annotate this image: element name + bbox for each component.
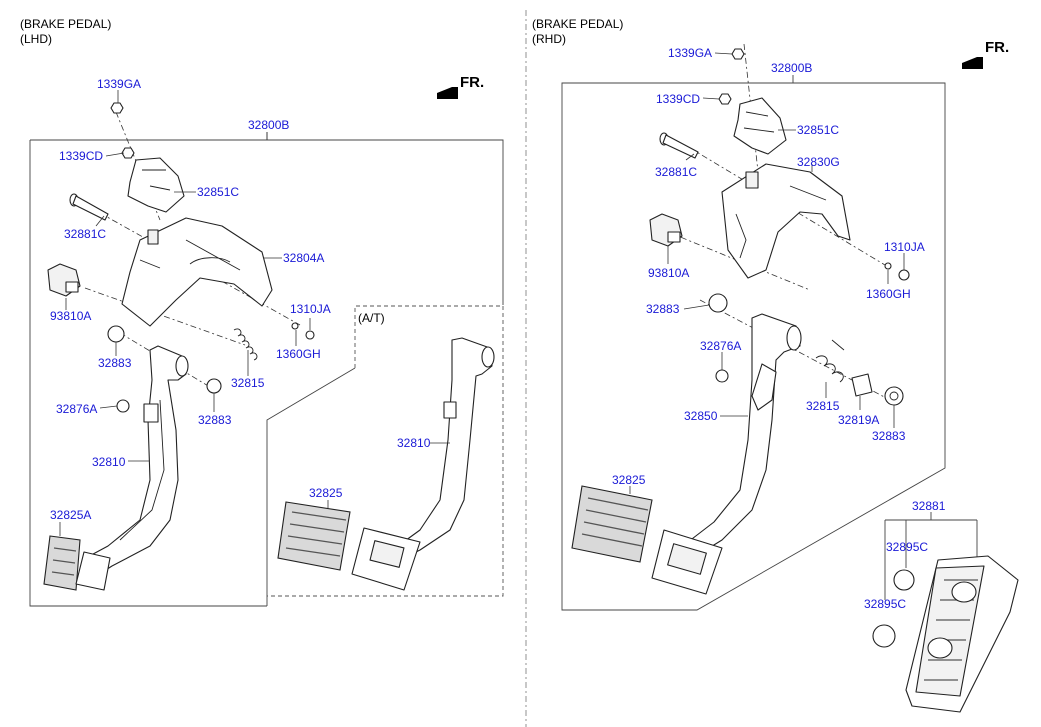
callout-1360gh-rhd[interactable]: 1360GH (866, 287, 911, 301)
pedal-pad-32825a-icon (43, 535, 111, 591)
washer-1360gh-icon (291, 322, 299, 330)
cap-32895c-b-icon (872, 624, 896, 648)
nut-1310ja-rhd-icon (898, 269, 910, 281)
fr-label-rhd: FR. (985, 39, 1009, 56)
callout-32851c[interactable]: 32851C (197, 185, 239, 199)
bracket-32830g-icon (721, 163, 851, 279)
switch-93810a-icon (47, 263, 81, 297)
bushing-32883-left-icon (107, 325, 125, 343)
callout-32876a[interactable]: 32876A (56, 402, 97, 416)
stopper-32876a-icon (116, 399, 130, 413)
bushing-32883-rhd-b-icon (884, 386, 904, 406)
callout-32895c-a[interactable]: 32895C (886, 540, 928, 554)
callout-32883-b[interactable]: 32883 (198, 413, 232, 427)
callout-32851c-rhd[interactable]: 32851C (797, 123, 839, 137)
callout-32810[interactable]: 32810 (92, 455, 126, 469)
callout-32881c-rhd[interactable]: 32881C (655, 165, 697, 179)
callout-32810-at[interactable]: 32810 (397, 436, 431, 450)
rhd-leader-lines (629, 52, 905, 494)
at-label: (A/T) (358, 311, 385, 325)
callout-32819a[interactable]: 32819A (838, 413, 879, 427)
lhd-panel: (BRAKE PEDAL) (LHD) FR. (A/T) (20, 17, 504, 607)
nut-1310ja-icon (305, 330, 315, 340)
stopper-32876a-rhd-icon (715, 369, 729, 383)
callout-1339ga[interactable]: 1339GA (97, 77, 141, 91)
nut-1339cd-rhd-icon (718, 93, 732, 105)
callout-32804a[interactable]: 32804A (283, 251, 324, 265)
bracket-32851c-rhd-icon (733, 97, 787, 155)
callout-93810a[interactable]: 93810A (50, 309, 91, 323)
callout-1339ga-rhd[interactable]: 1339GA (668, 46, 712, 60)
callout-1360gh[interactable]: 1360GH (276, 347, 321, 361)
bracket-32851c-icon (127, 157, 185, 213)
callout-32850[interactable]: 32850 (684, 409, 718, 423)
fr-label: FR. (460, 74, 484, 91)
at-box-outline (267, 305, 504, 597)
bushing-32819a-icon (851, 373, 873, 397)
callout-32815[interactable]: 32815 (231, 376, 265, 390)
bolt-32881c-rhd-icon (659, 132, 699, 159)
callout-32800b[interactable]: 32800B (248, 118, 289, 132)
rhd-title-line2: (RHD) (532, 32, 566, 46)
bushing-32883-rhd-a-icon (708, 293, 728, 313)
nut-1339ga-icon (110, 102, 124, 114)
callout-1339cd[interactable]: 1339CD (59, 149, 103, 163)
callout-32881[interactable]: 32881 (912, 499, 946, 513)
bracket-32804a-icon (121, 217, 273, 327)
callout-32895c-b[interactable]: 32895C (864, 597, 906, 611)
lhd-title-line2: (LHD) (20, 32, 52, 46)
callout-32876a-rhd[interactable]: 32876A (700, 339, 741, 353)
nut-1339ga-rhd-icon (731, 48, 745, 60)
bolt-32881c-icon (69, 193, 109, 221)
callout-32800b-rhd[interactable]: 32800B (771, 61, 812, 75)
callout-32883-a[interactable]: 32883 (98, 356, 132, 370)
callout-32881c[interactable]: 32881C (64, 227, 106, 241)
callout-32825a[interactable]: 32825A (50, 508, 91, 522)
at-pedal-pad-32825-icon (277, 501, 421, 591)
callout-32830g[interactable]: 32830G (797, 155, 840, 169)
switch-93810a-rhd-icon (649, 213, 683, 247)
lhd-leader-lines (59, 90, 450, 536)
callout-32883-rhd-a[interactable]: 32883 (646, 302, 680, 316)
pedal-pad-32825-rhd-icon (571, 485, 723, 595)
callout-1310ja-rhd[interactable]: 1310JA (884, 240, 925, 254)
spring-32815-icon (233, 328, 258, 361)
rhd-title-line1: (BRAKE PEDAL) (532, 17, 623, 31)
spring-32815-rhd-icon (815, 339, 845, 383)
cap-32895c-a-icon (893, 569, 915, 591)
accelerator-pad-32881-icon (905, 555, 1019, 713)
rhd-panel: (BRAKE PEDAL) (RHD) FR. (532, 17, 1019, 713)
callout-93810a-rhd[interactable]: 93810A (648, 266, 689, 280)
bushing-32883-right-icon (206, 378, 222, 394)
callout-32825-at[interactable]: 32825 (309, 486, 343, 500)
callout-1339cd-rhd[interactable]: 1339CD (656, 92, 700, 106)
front-direction-arrow-icon: FR. (962, 39, 1009, 69)
assembly-box-outline (266, 132, 504, 305)
callout-32825-rhd[interactable]: 32825 (612, 473, 646, 487)
lhd-title-line1: (BRAKE PEDAL) (20, 17, 111, 31)
callout-32883-rhd-b[interactable]: 32883 (872, 429, 906, 443)
callout-32815-rhd[interactable]: 32815 (806, 399, 840, 413)
washer-1360gh-rhd-icon (884, 262, 892, 270)
front-direction-arrow-icon: FR. (437, 74, 484, 99)
callout-1310ja[interactable]: 1310JA (290, 302, 331, 316)
rhd-assembly-box-outline (561, 75, 946, 611)
